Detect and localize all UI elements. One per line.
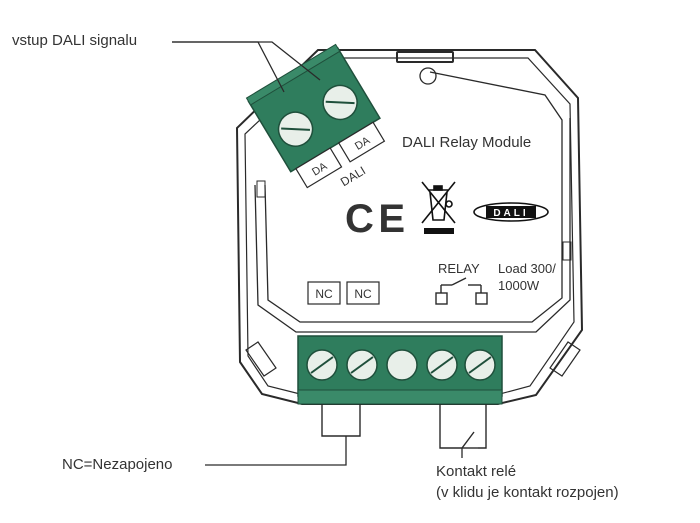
relay-contact-callout-line1: Kontakt relé: [436, 463, 517, 480]
module-title: DALI Relay Module: [402, 134, 531, 151]
screw-terminal-icon: [277, 111, 314, 147]
dali-terminal-block: DA DA DALI: [245, 43, 386, 189]
ce-mark-icon: CE: [345, 197, 405, 241]
callout-leaders: [172, 41, 463, 466]
output-wires: [321, 404, 487, 449]
screw-terminal-icon: [426, 349, 458, 381]
screw-terminal-icon: [386, 349, 418, 381]
screw-terminal-icon: [322, 84, 358, 121]
weee-bin-icon: [421, 181, 456, 234]
dali-logo-icon: DALI: [473, 202, 549, 222]
ce-mark-text: CE: [345, 197, 405, 241]
dali-logo-text: DALI: [493, 208, 528, 219]
screw-terminal-icon: [464, 349, 496, 381]
load-rating-line1: Load 300/: [498, 261, 556, 276]
relay-contact-callout-line2: (v klidu je kontakt rozpojen): [436, 484, 619, 501]
nc-label-box: NC: [307, 281, 341, 305]
dali-group-label: DALI: [338, 163, 368, 189]
screw-terminal-icon: [346, 349, 378, 381]
load-rating-line2: 1000W: [498, 278, 540, 293]
nc-meaning-callout: NC=Nezapojeno: [62, 456, 173, 473]
nc-label-1: NC: [315, 287, 333, 301]
relay-contact-icon: [435, 277, 488, 305]
dali-input-callout: vstup DALI signalu: [12, 32, 138, 49]
output-terminal-block: [297, 335, 503, 405]
nc-label-2: NC: [354, 287, 372, 301]
nc-label-box: NC: [346, 281, 380, 305]
screw-terminal-icon: [306, 349, 338, 381]
relay-label: RELAY: [438, 261, 480, 276]
